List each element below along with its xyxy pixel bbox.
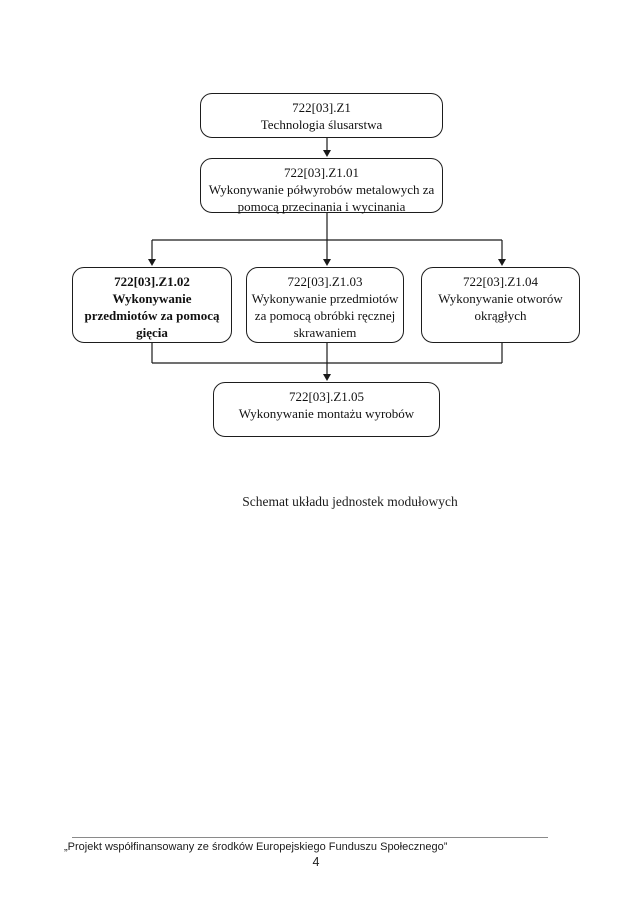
module-title: Wykonywanie przedmiotów za pomocą obróbk… <box>251 291 399 340</box>
module-box-z1: 722[03].Z1 Technologia ślusarstwa <box>200 93 443 138</box>
footer-text: „Projekt współfinansowany ze środków Eur… <box>64 841 448 853</box>
module-code: 722[03].Z1.05 <box>288 389 365 404</box>
module-title: Wykonywanie półwyrobów metalowych za pom… <box>208 182 435 214</box>
module-code: 722[03].Z1 <box>292 100 351 115</box>
module-box-z1-03: 722[03].Z1.03 Wykonywanie przedmiotów za… <box>246 267 404 343</box>
footer-divider <box>72 837 548 839</box>
module-code: 722[03].Z1.02 <box>114 274 190 289</box>
module-code: 722[03].Z1.04 <box>462 274 539 289</box>
module-title: Wykonywanie otworów okrągłych <box>438 291 563 323</box>
module-box-z1-05: 722[03].Z1.05 Wykonywanie montażu wyrobó… <box>213 382 440 437</box>
module-code: 722[03].Z1.01 <box>283 165 360 180</box>
diagram-caption: Schemat układu jednostek modułowych <box>242 494 458 509</box>
module-title: Wykonywanie montażu wyrobów <box>238 406 415 421</box>
module-title: Wykonywanie przedmiotów za pomocą gięcia <box>84 291 220 340</box>
module-box-z1-02: 722[03].Z1.02 Wykonywanie przedmiotów za… <box>72 267 232 343</box>
module-box-z1-04: 722[03].Z1.04 Wykonywanie otworów okrągł… <box>421 267 580 343</box>
module-box-z1-01: 722[03].Z1.01 Wykonywanie półwyrobów met… <box>200 158 443 214</box>
module-code: 722[03].Z1.03 <box>287 274 363 289</box>
module-title: Technologia ślusarstwa <box>260 117 383 132</box>
page-number: 4 <box>312 855 320 869</box>
module-units-flowchart: 722[03].Z1 Technologia ślusarstwa 722[03… <box>72 93 580 437</box>
